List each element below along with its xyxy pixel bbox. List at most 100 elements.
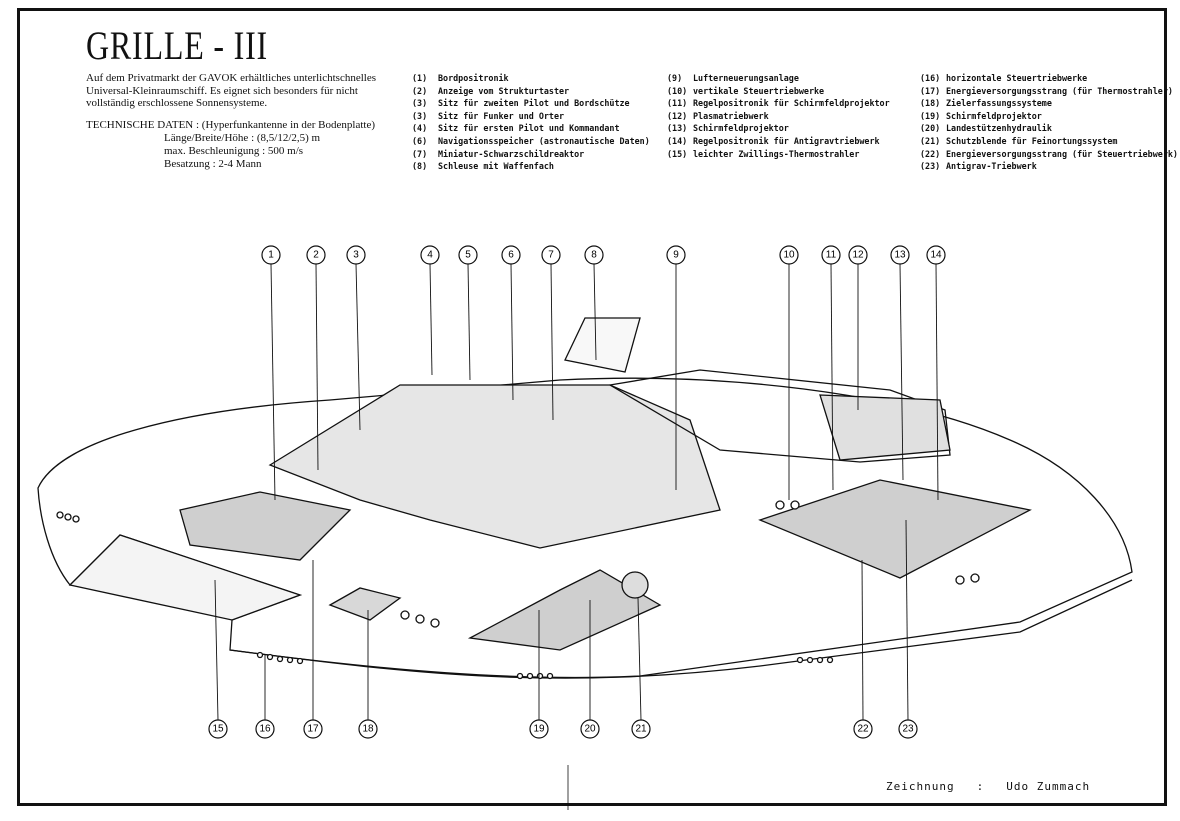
callout-circle <box>631 719 651 739</box>
callout-number: 7 <box>548 250 554 261</box>
callout-circle <box>346 245 366 265</box>
legend-text: Plasmatriebwerk <box>693 110 769 121</box>
callout-number: 4 <box>427 250 433 261</box>
callout-6: 6 <box>501 245 521 401</box>
legend-item: (9)Lufterneuerungsanlage <box>667 72 890 85</box>
bay-hatch <box>328 587 402 621</box>
callout-number: 20 <box>584 724 596 735</box>
legend-item: (7)Miniatur-Schwarzschildreaktor <box>412 148 650 161</box>
legend-item: (22)Energieversorgungsstrang (für Steuer… <box>920 148 1178 161</box>
callout-10: 10 <box>779 245 799 500</box>
cockpit-cabin <box>268 384 721 549</box>
rear-deck <box>608 369 951 463</box>
callout-circle <box>458 245 478 265</box>
callout-number: 22 <box>857 724 869 735</box>
callout-circle <box>255 719 275 739</box>
callout-8: 8 <box>584 245 604 361</box>
callout-number: 18 <box>362 724 374 735</box>
legend-item: (17)Energieversorgungsstrang (für Thermo… <box>920 85 1178 98</box>
callout-circle <box>890 245 910 265</box>
spec-acceleration: max. Beschleunigung : 500 m/s <box>164 145 304 157</box>
canopy-hatch <box>564 317 641 373</box>
legend-text: Regelpositronik für Antigravtriebwerk <box>693 135 880 146</box>
legend-number: (23) <box>920 161 941 172</box>
callout-number: 12 <box>852 250 864 261</box>
legend-text: leichter Zwillings-Thermostrahler <box>693 148 860 159</box>
callout-circle <box>898 719 918 739</box>
legend-item: (6)Navigationsspeicher (astronautische D… <box>412 135 650 148</box>
legend-text: Schirmfeldprojektor <box>693 123 789 134</box>
callout-number: 17 <box>307 724 319 735</box>
callout-number: 15 <box>212 724 224 735</box>
legend-number: (16) <box>920 73 941 83</box>
legend-item: (1)Bordpositronik <box>412 72 650 85</box>
callout-number: 21 <box>635 724 647 735</box>
callout-circle <box>580 719 600 739</box>
legend-number: (19) <box>920 110 941 121</box>
legend-item: (3)Sitz für zweiten Pilot und Bordschütz… <box>412 97 650 110</box>
callout-circle <box>358 719 378 739</box>
legend-text: Navigationsspeicher (astronautische Date… <box>438 135 650 146</box>
legend-text: Energieversorgungsstrang (für Steuertrie… <box>946 148 1178 159</box>
bay-left <box>179 491 352 561</box>
callout-circle <box>420 245 440 265</box>
engine-housing <box>819 394 951 461</box>
leader-line <box>861 559 864 721</box>
callout-19: 19 <box>529 610 549 739</box>
legend-item: (20)Landestützenhydraulik <box>920 122 1178 135</box>
callout-circle <box>584 245 604 265</box>
legend-item: (13)Schirmfeldprojektor <box>667 122 890 135</box>
legend-column-1: (1)Bordpositronik(2)Anzeige vom Struktur… <box>412 72 650 173</box>
legend-column-2: (9)Lufterneuerungsanlage(10)vertikale St… <box>667 72 890 160</box>
wing-flap <box>68 534 302 621</box>
callout-circle <box>821 245 841 265</box>
legend-text: Schleuse mit Waffenfach <box>438 161 554 172</box>
legend-number: (14) <box>667 135 688 146</box>
legend-text: Bordpositronik <box>438 73 509 83</box>
legend-number: (11) <box>667 98 688 109</box>
leader-line <box>550 263 554 421</box>
callout-circle <box>529 719 549 739</box>
leader-line <box>429 263 433 376</box>
callout-circle <box>306 245 326 265</box>
legend-number: (21) <box>920 135 941 146</box>
callout-number: 3 <box>353 250 359 261</box>
leader-line <box>510 263 514 401</box>
legend-item: (19)Schirmfeldprojektor <box>920 110 1178 123</box>
legend-item: (16)horizontale Steuertriebwerke <box>920 72 1178 85</box>
legend-item: (14) Regelpositronik für Antigravtriebwer… <box>667 135 890 148</box>
callout-circle <box>779 245 799 265</box>
legend-column-3: (16)horizontale Steuertriebwerke(17)Ener… <box>920 72 1178 173</box>
legend-text: Regelpositronik für Schirmfeldprojektor <box>693 98 890 109</box>
callout-circle <box>261 245 281 265</box>
callout-number: 6 <box>508 250 514 261</box>
legend-item: (12)Plasmatriebwerk <box>667 110 890 123</box>
drawing-frame <box>17 8 1167 806</box>
callout-number: 23 <box>902 724 914 735</box>
callout-3: 3 <box>346 245 366 431</box>
leader-line <box>270 263 276 501</box>
callout-number: 1 <box>268 250 274 261</box>
legend-number: (4) <box>412 123 428 134</box>
callout-circle <box>541 245 561 265</box>
leader-line <box>214 579 219 721</box>
callout-12: 12 <box>848 245 868 410</box>
callout-15: 15 <box>208 579 228 739</box>
bay-right <box>758 479 1032 579</box>
callout-4: 4 <box>420 245 440 376</box>
legend-item: (4) Sitz für ersten Pilot und Kommandant <box>412 122 650 135</box>
drawing-title: GRILLE - III <box>86 23 268 68</box>
leader-line <box>467 263 471 381</box>
legend-text: Sitz für ersten Pilot und Kommandant <box>438 123 620 134</box>
legend-number: (3) <box>412 98 428 109</box>
legend-number: (18) <box>920 98 941 109</box>
legend-text: Schutzblende für Feinortungssystem <box>946 135 1118 146</box>
leader-line <box>355 263 361 431</box>
callout-14: 14 <box>926 245 946 501</box>
legend-item: (8)Schleuse mit Waffenfach <box>412 160 650 173</box>
callout-number: 11 <box>826 250 837 261</box>
callout-number: 9 <box>673 250 679 261</box>
leader-line <box>935 263 939 501</box>
legend-item: (11) Regelpositronik für Schirmfeldprojek… <box>667 97 890 110</box>
legend-text: Landestützenhydraulik <box>946 123 1052 134</box>
